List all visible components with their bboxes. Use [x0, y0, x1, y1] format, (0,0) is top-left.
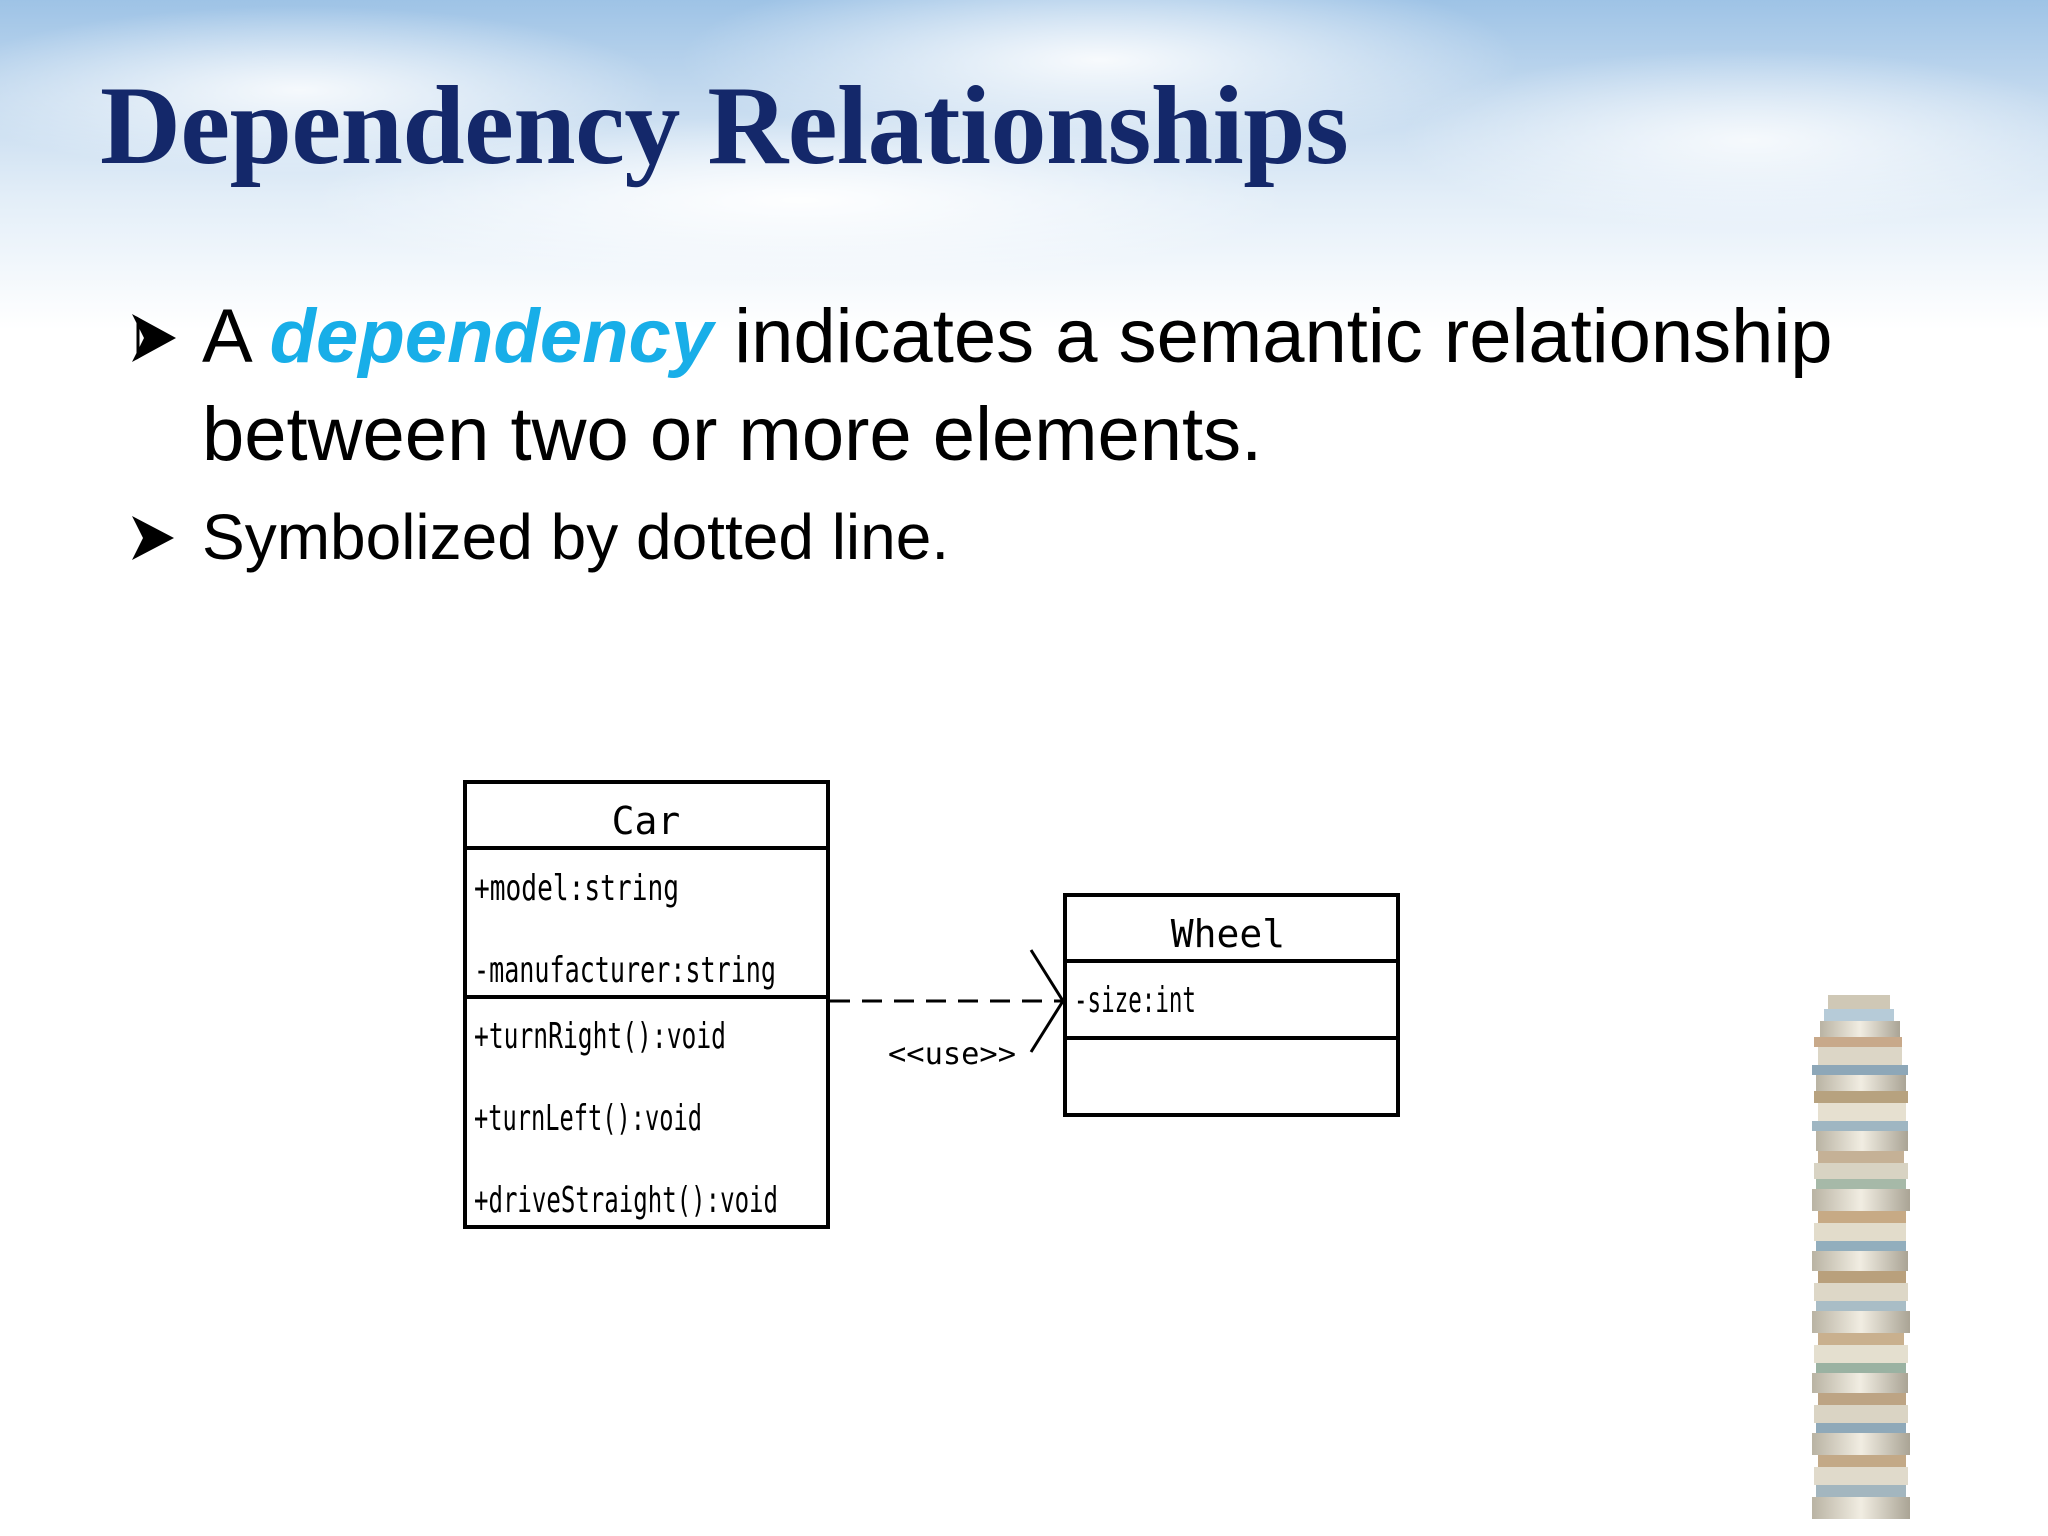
car-method: +driveStraight():void	[474, 1180, 778, 1221]
slide-title: Dependency Relationships	[100, 64, 1349, 188]
bullet-1-prefix: A	[202, 294, 270, 379]
car-class-name: Car	[612, 799, 681, 843]
car-attribute: +model:string	[474, 868, 679, 909]
bullet-1-suffix: indicates a semantic relationship betwee…	[202, 294, 1833, 477]
car-attribute: -manufacturer:string	[474, 950, 776, 991]
arrowhead-bullet-icon	[130, 288, 180, 391]
wheel-attribute: -size:int	[1074, 980, 1196, 1021]
wheel-class-name: Wheel	[1171, 912, 1285, 956]
bullet-2-text: Symbolized by dotted line.	[202, 501, 950, 573]
sky-background	[0, 0, 2048, 330]
book-stack-image	[1800, 995, 1930, 1530]
car-method: +turnLeft():void	[474, 1098, 702, 1139]
wheel-class-box: Wheel -size:int	[1063, 893, 1400, 1117]
dependency-stereotype-label: <<use>>	[888, 1037, 1016, 1072]
arrowhead-bullet-icon	[130, 488, 180, 591]
dependency-arrow: <<use>>	[830, 949, 1065, 1072]
bullet-1-text: A dependency indicates a semantic relati…	[202, 288, 2042, 484]
car-class-box: Car +model:string -manufacturer:string +…	[463, 780, 830, 1229]
dependency-highlight: dependency	[269, 294, 714, 379]
car-method: +turnRight():void	[474, 1016, 726, 1057]
